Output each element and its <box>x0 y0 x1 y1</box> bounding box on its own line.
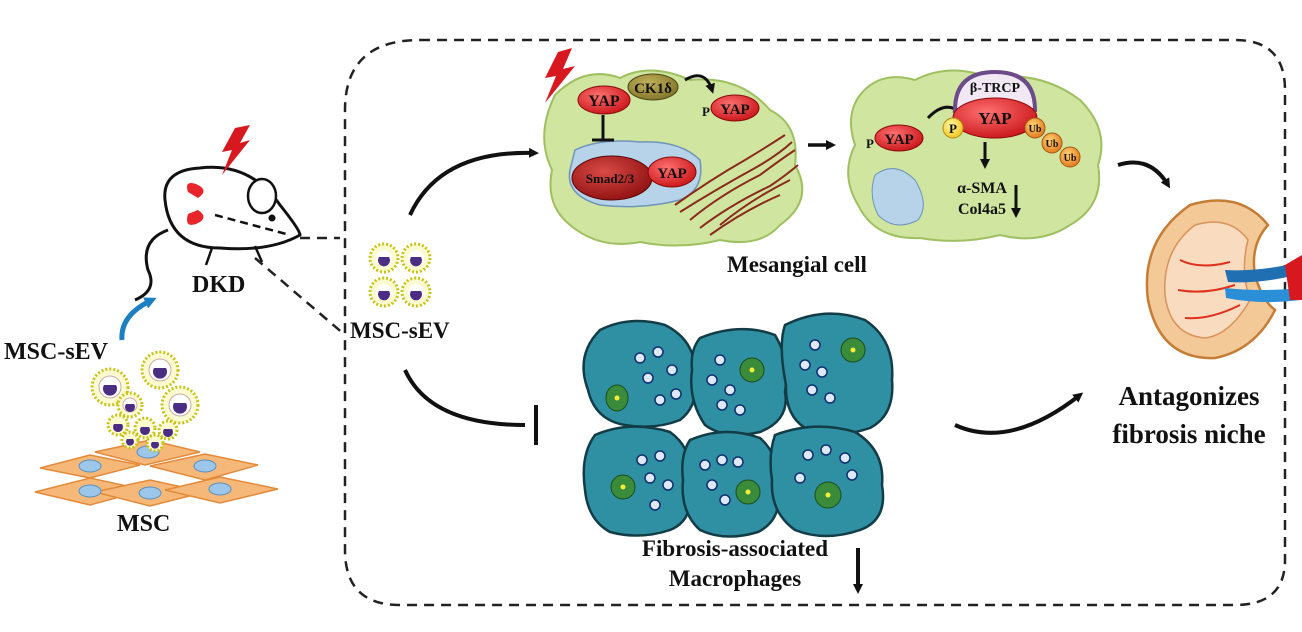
mouse-illustration <box>134 125 302 302</box>
msc-sev-cluster-left <box>90 350 200 453</box>
fibers <box>674 134 799 236</box>
dkd-label: DKD <box>192 272 245 298</box>
mesangial-cell-label: Mesangial cell <box>727 252 867 277</box>
cell2-p: P <box>866 136 874 151</box>
cell1-yap-nuclear: YAP <box>657 166 686 182</box>
msc-sev-label-center: MSC-sEV <box>350 318 450 343</box>
blue-arrow-to-dkd <box>119 297 157 341</box>
cell1-ck1d: CK1δ <box>634 81 672 97</box>
arrow-to-mesangial <box>408 147 539 216</box>
mesangial-cell-2 <box>847 69 1103 242</box>
damage-bolt-icon-2 <box>545 48 575 103</box>
macrophages-line1: Fibrosis-associated <box>642 536 828 561</box>
cell1-p: P <box>702 104 710 119</box>
macrophage-cluster <box>582 312 894 538</box>
mesangial-cell-1 <box>543 48 804 247</box>
dashed-boundary <box>343 38 1287 607</box>
msc-sev-cluster-center <box>368 242 432 308</box>
cell1-smad: Smad2/3 <box>586 171 635 186</box>
ub-2: Ub <box>1046 139 1059 150</box>
damage-bolt-icon <box>222 125 250 175</box>
cell1-yap-phospho: YAP <box>720 102 749 118</box>
macrophages-line2: Macrophages <box>669 566 802 591</box>
msc-label: MSC <box>117 511 170 537</box>
cell2-col4a5: Col4a5 <box>958 201 1006 218</box>
ubiquitin-chain <box>1024 117 1081 168</box>
cell1-yap: YAP <box>588 93 620 110</box>
ub-3: Ub <box>1064 153 1077 164</box>
antagonizes-line2: fibrosis niche <box>1112 419 1265 449</box>
cell2-p2: P <box>949 121 957 136</box>
msc-cell-layer <box>34 439 279 507</box>
cell2-yap-main: YAP <box>978 109 1011 128</box>
msc-sev-label-left: MSC-sEV <box>4 339 109 365</box>
cell2-btrcp: β-TRCP <box>970 81 1021 96</box>
kidney-icon <box>1145 199 1302 360</box>
cell2-asma: α-SMA <box>957 180 1007 197</box>
antagonizes-line1: Antagonizes <box>1119 381 1260 411</box>
cell2-yap: YAP <box>884 132 913 148</box>
ub-1: Ub <box>1029 124 1042 135</box>
inhibit-to-macrophages <box>403 369 526 427</box>
